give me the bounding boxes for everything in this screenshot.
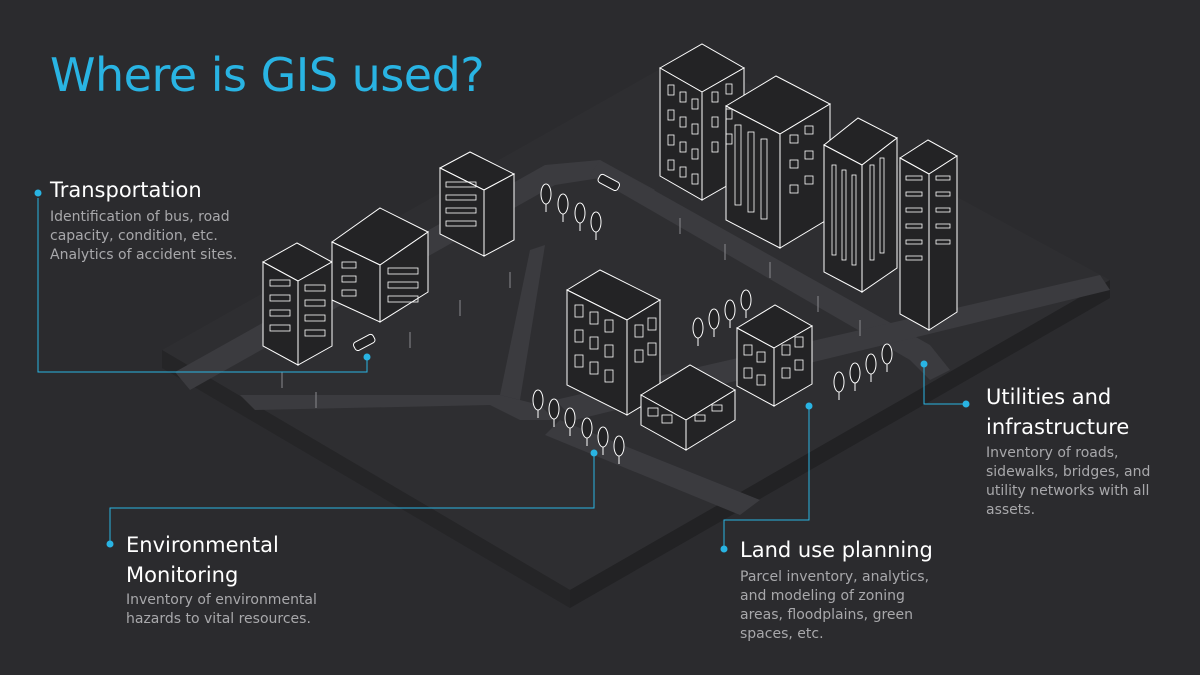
- leader-utilities: [923, 364, 966, 405]
- windows-tower-1: [667, 83, 733, 185]
- building-1: [261, 242, 334, 366]
- dot-land-use-target: [805, 402, 813, 410]
- windows-building-5: [647, 404, 723, 424]
- windows-building-4: [574, 304, 657, 383]
- cars: [352, 173, 621, 352]
- building-3: [438, 151, 516, 257]
- dot-transportation-label: [34, 189, 42, 197]
- dot-transportation-target: [363, 353, 371, 361]
- tower-2: [724, 75, 832, 249]
- dot-utilities-label: [962, 400, 970, 408]
- tree-row-south: [532, 389, 625, 464]
- windows-building-3: [445, 181, 477, 227]
- callout-lines: [37, 198, 966, 548]
- dot-environmental-label: [106, 540, 114, 548]
- tower-3: [823, 117, 898, 293]
- windows: [269, 83, 951, 424]
- tree-row-middle: [692, 289, 752, 346]
- leader-land-use: [723, 406, 810, 548]
- building-6: [735, 304, 814, 407]
- windows-building-2: [341, 261, 419, 303]
- dot-environmental-target: [590, 449, 598, 457]
- trees: [532, 183, 893, 464]
- callout-title-land-use: Land use planning: [740, 538, 933, 562]
- callout-title-environmental: Environmental Monitoring: [126, 533, 279, 587]
- car-north: [597, 173, 621, 192]
- tree-row-east: [833, 343, 893, 400]
- callout-title-utilities: Utilities and infrastructure: [986, 385, 1130, 439]
- ground-edge-right: [570, 280, 1110, 608]
- leader-environmental: [109, 455, 595, 544]
- ground-edge: [162, 350, 570, 608]
- callout-dots: [34, 189, 970, 553]
- windows-tower-3: [831, 157, 885, 266]
- tree-row-north: [540, 183, 602, 240]
- windows-tower-4: [905, 175, 951, 261]
- callout-title-transportation: Transportation: [50, 178, 202, 202]
- callout-desc-transportation: Identification of bus, road capacity, co…: [50, 209, 238, 263]
- tower-4: [899, 139, 958, 331]
- street-lamps: [281, 218, 861, 408]
- callout-desc-land-use: Parcel inventory, analytics, and modelin…: [740, 569, 930, 642]
- windows-building-6: [743, 336, 804, 386]
- windows-building-1: [269, 279, 326, 337]
- page-title: Where is GIS used?: [50, 48, 485, 102]
- windows-tower-2: [734, 124, 814, 220]
- building-5: [640, 364, 736, 451]
- callout-desc-utilities: Inventory of roads, sidewalks, bridges, …: [986, 445, 1151, 518]
- dot-land-use-label: [720, 545, 728, 553]
- car-west: [352, 333, 376, 352]
- dot-utilities-target: [920, 360, 928, 368]
- callout-desc-environmental: Inventory of environmental hazards to vi…: [126, 592, 317, 627]
- leader-transportation: [37, 198, 368, 373]
